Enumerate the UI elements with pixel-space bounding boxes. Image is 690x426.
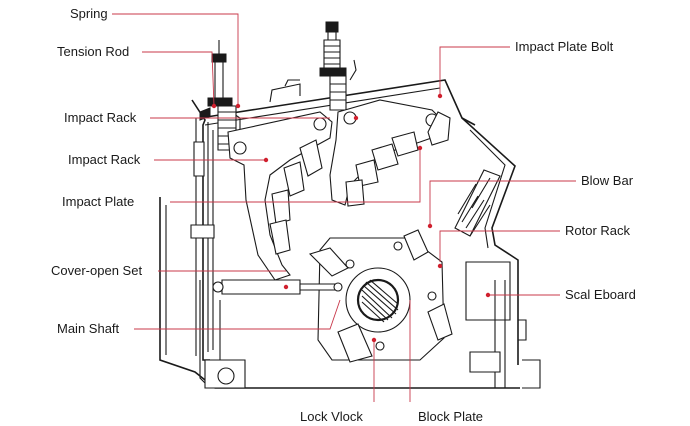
tension-rod-right: [319, 21, 357, 111]
cover-open-cylinder: [212, 279, 343, 295]
label-lock-vlock: Lock Vlock: [300, 409, 363, 424]
label-rotor-rack: Rotor Rack: [565, 223, 631, 238]
impact-rack-rear: [329, 99, 451, 207]
marker-dots: [211, 93, 491, 343]
leader-lines: [112, 13, 576, 402]
rotor-assembly: [308, 229, 453, 363]
label-main-shaft: Main Shaft: [57, 321, 120, 336]
label-impact-rack-2: Impact Rack: [68, 152, 141, 167]
crusher-housing: [159, 79, 541, 389]
label-cover-open-set: Cover-open Set: [51, 263, 143, 278]
label-tension-rod: Tension Rod: [57, 44, 130, 59]
label-block-plate: Block Plate: [418, 409, 484, 424]
label-scal-eboard: Scal Eboard: [565, 287, 636, 302]
label-spring: Spring: [70, 6, 108, 21]
label-impact-plate-bolt: Impact Plate Bolt: [515, 39, 614, 54]
label-impact-plate: Impact Plate: [62, 194, 135, 209]
label-blow-bar: Blow Bar: [581, 173, 634, 188]
label-impact-rack-1: Impact Rack: [64, 110, 137, 125]
impact-rack-front: [227, 111, 333, 281]
